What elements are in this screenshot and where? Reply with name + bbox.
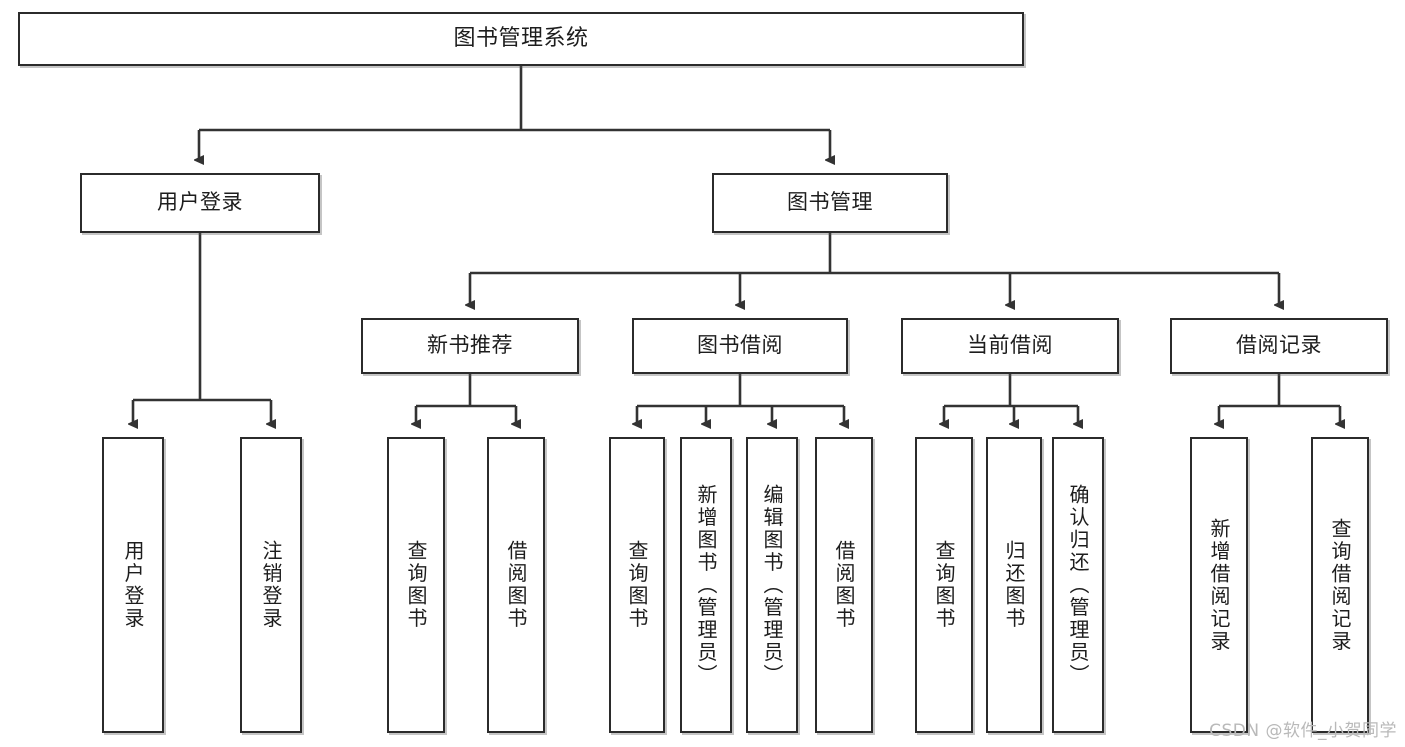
node-leaf-query-book-1-label: 查询图书 <box>404 540 428 630</box>
node-borrow-record[interactable]: 借阅记录 <box>1170 318 1388 374</box>
connector-bookmanage-bus <box>470 233 1279 275</box>
node-root-label: 图书管理系统 <box>453 25 589 51</box>
node-user-login[interactable]: 用户登录 <box>80 173 320 233</box>
connector-currentborrow-bus <box>944 374 1078 408</box>
node-new-book-recommend[interactable]: 新书推荐 <box>361 318 579 374</box>
connector-userlogin-bus <box>133 233 271 402</box>
node-leaf-return-book[interactable]: 归还图书 <box>986 437 1042 733</box>
node-current-borrow-label: 当前借阅 <box>967 333 1053 358</box>
node-book-borrow-label: 图书借阅 <box>697 333 783 358</box>
node-leaf-edit-book-label: 编辑图书（管理员） <box>760 483 784 687</box>
node-leaf-query-book-3[interactable]: 查询图书 <box>915 437 973 733</box>
node-leaf-add-record[interactable]: 新增借阅记录 <box>1190 437 1248 733</box>
node-leaf-add-book[interactable]: 新增图书（管理员） <box>680 437 732 733</box>
node-leaf-add-book-label: 新增图书（管理员） <box>694 483 718 687</box>
node-user-login-label: 用户登录 <box>157 190 243 215</box>
node-leaf-edit-book[interactable]: 编辑图书（管理员） <box>746 437 798 733</box>
node-root[interactable]: 图书管理系统 <box>18 12 1024 66</box>
node-leaf-borrow-book-2-label: 借阅图书 <box>832 540 856 630</box>
node-leaf-logout-label: 注销登录 <box>259 540 283 630</box>
node-leaf-query-record-label: 查询借阅记录 <box>1328 517 1352 653</box>
node-leaf-query-book-2-label: 查询图书 <box>625 540 649 630</box>
node-leaf-confirm-return-label: 确认归还（管理员） <box>1066 483 1090 687</box>
connector-bookborrow-bus <box>637 374 844 408</box>
connector-newbook-bus <box>416 374 516 408</box>
node-leaf-query-book-2[interactable]: 查询图书 <box>609 437 665 733</box>
connector-root-bus <box>199 66 830 132</box>
node-book-manage[interactable]: 图书管理 <box>712 173 948 233</box>
node-leaf-user-login-label: 用户登录 <box>121 540 145 630</box>
node-leaf-return-book-label: 归还图书 <box>1002 540 1026 630</box>
node-leaf-confirm-return[interactable]: 确认归还（管理员） <box>1052 437 1104 733</box>
node-leaf-borrow-book-1-label: 借阅图书 <box>504 540 528 630</box>
node-leaf-borrow-book-1[interactable]: 借阅图书 <box>487 437 545 733</box>
connector-borrowrecord-bus <box>1219 374 1340 408</box>
node-leaf-query-book-3-label: 查询图书 <box>932 540 956 630</box>
node-current-borrow[interactable]: 当前借阅 <box>901 318 1119 374</box>
node-leaf-logout[interactable]: 注销登录 <box>240 437 302 733</box>
node-leaf-query-book-1[interactable]: 查询图书 <box>387 437 445 733</box>
node-leaf-user-login[interactable]: 用户登录 <box>102 437 164 733</box>
node-book-manage-label: 图书管理 <box>787 190 873 215</box>
node-leaf-add-record-label: 新增借阅记录 <box>1207 517 1231 653</box>
node-book-borrow[interactable]: 图书借阅 <box>632 318 848 374</box>
node-borrow-record-label: 借阅记录 <box>1236 333 1322 358</box>
node-leaf-borrow-book-2[interactable]: 借阅图书 <box>815 437 873 733</box>
node-new-book-recommend-label: 新书推荐 <box>427 333 513 358</box>
node-leaf-query-record[interactable]: 查询借阅记录 <box>1311 437 1369 733</box>
